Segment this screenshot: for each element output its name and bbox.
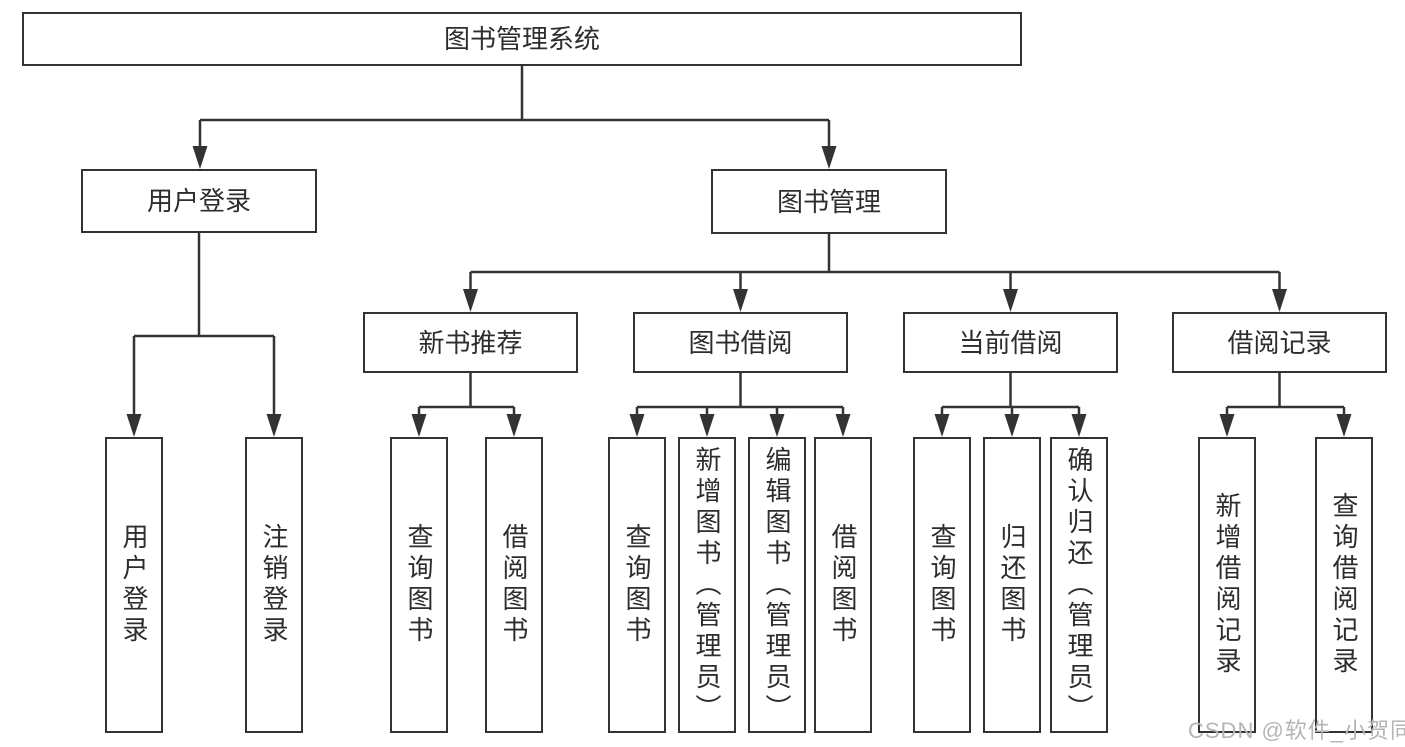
arrowhead [835,414,851,437]
leaf-user-login: 用户登录 [105,437,163,733]
arrowhead [1003,289,1018,312]
leaf-label: 查询图书 [404,523,434,647]
arrowhead [934,414,950,437]
leaf-label: 借阅图书 [499,523,529,647]
arrowhead [126,414,142,437]
arrowhead [266,414,282,437]
node-library-system: 图书管理系统 [22,12,1022,66]
leaf-return-books: 归还图书 [983,437,1041,733]
leaf-label: 编辑图书（管理员） [762,445,792,725]
leaf-edit-books-admin: 编辑图书（管理员） [748,437,806,733]
arrowheads [126,146,1352,437]
node-book-borrow: 图书借阅 [633,312,848,373]
arrowhead [463,289,478,312]
connector-mgmt-to-level3 [469,234,1281,293]
leaf-label: 注销登录 [259,523,289,647]
leaf-label: 查询图书 [927,523,957,647]
leaf-label: 确认归还（管理员） [1064,445,1094,725]
leaf-add-books-admin: 新增图书（管理员） [678,437,736,733]
leaf-label: 新增图书（管理员） [692,445,722,725]
leaf-label: 新增借阅记录 [1212,492,1242,678]
arrowhead [192,146,208,169]
node-current-borrow: 当前借阅 [903,312,1118,373]
connector-login-to-leaves [132,233,276,418]
node-borrow-records: 借阅记录 [1172,312,1387,373]
leaf-query-books-current: 查询图书 [913,437,971,733]
arrowhead [1004,414,1020,437]
leaf-logout: 注销登录 [245,437,303,733]
arrowhead [699,414,715,437]
connector-records-to-leaves [1225,373,1346,420]
connector-newbooks-to-leaves [417,373,516,420]
leaf-label: 借阅图书 [828,523,858,647]
arrowhead [821,146,837,169]
leaf-borrow-books: 借阅图书 [814,437,872,733]
arrowhead [411,414,427,437]
leaf-label: 查询借阅记录 [1329,492,1359,678]
leaf-label: 查询图书 [622,523,652,647]
arrowhead [1219,414,1235,437]
leaf-add-borrow-record: 新增借阅记录 [1198,437,1256,733]
arrowhead [1272,289,1287,312]
arrowhead [1336,414,1352,437]
connector-root-to-level2 [198,66,831,150]
node-book-management: 图书管理 [711,169,947,234]
leaf-label: 归还图书 [997,523,1027,647]
connector-currentborrow-to-leaves [940,373,1081,420]
connector-bookborrow-to-leaves [635,373,845,420]
arrowhead [506,414,522,437]
arrowhead [1071,414,1087,437]
leaf-query-borrow-record: 查询借阅记录 [1315,437,1373,733]
leaf-borrow-books-recommend: 借阅图书 [485,437,543,733]
node-user-login: 用户登录 [81,169,317,233]
leaf-label: 用户登录 [119,523,149,647]
leaf-query-books-recommend: 查询图书 [390,437,448,733]
leaf-confirm-return-admin: 确认归还（管理员） [1050,437,1108,733]
arrowhead [769,414,785,437]
arrowhead [629,414,645,437]
node-new-book-recommend: 新书推荐 [363,312,578,373]
arrowhead [733,289,748,312]
leaf-query-books-borrow: 查询图书 [608,437,666,733]
csdn-watermark: CSDN @软件_小贺同学 [1188,718,1405,743]
